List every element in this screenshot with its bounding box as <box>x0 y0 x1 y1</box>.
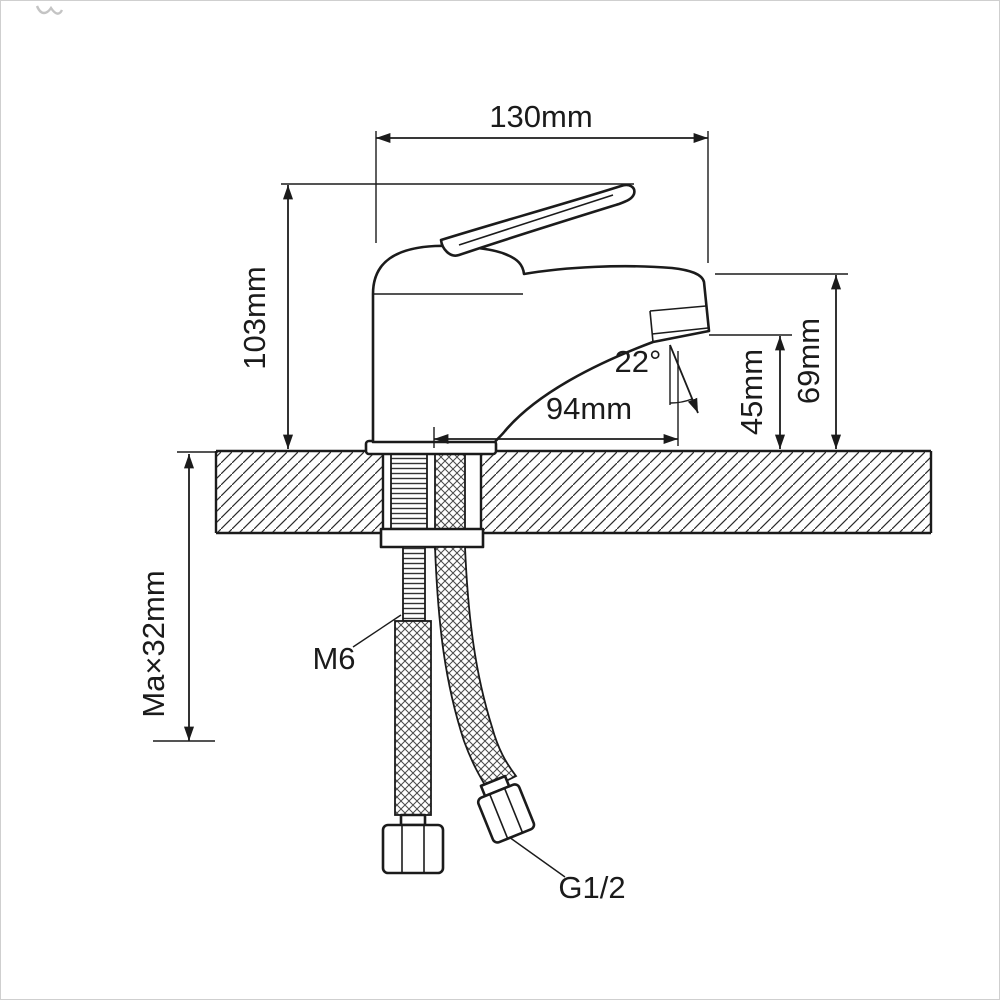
dim-spout-reach: 94mm <box>433 351 679 448</box>
callout-hose-thread: G1/2 <box>508 836 626 905</box>
hose-left-braided <box>394 620 432 816</box>
dim-spout-reach-label: 94mm <box>546 391 632 426</box>
dim-outlet-height-label: 45mm <box>734 349 769 435</box>
countertop-section <box>214 449 933 535</box>
dim-body-height-label: 103mm <box>237 266 272 369</box>
corner-artifact-mark <box>35 5 64 15</box>
dim-body-height: 103mm <box>237 183 634 449</box>
water-stream-arrow <box>669 344 699 414</box>
hex-facet-line <box>488 793 509 840</box>
mounting-flange <box>379 527 485 549</box>
deck-right-slab <box>481 451 931 533</box>
dim-outlet-height: 45mm <box>709 334 792 449</box>
hose-right-hex-fitting <box>476 774 536 844</box>
dim-mount-thickness-label: Ma×32mm <box>136 570 171 717</box>
angle-arc <box>669 398 693 404</box>
dim-spout-height: 69mm <box>715 273 848 449</box>
hex-facet-line <box>503 787 524 834</box>
label-hose-thread: G1/2 <box>558 870 625 905</box>
m6-stud <box>402 546 426 622</box>
g12-leader-line <box>508 836 566 878</box>
dim-spout-height-label: 69mm <box>791 318 826 404</box>
callout-stud-thread: M6 <box>312 614 402 676</box>
dim-overall-width: 130mm <box>375 99 709 263</box>
aerator-top-line <box>649 305 707 312</box>
faucet <box>364 183 711 456</box>
m6-leader-line <box>352 614 402 648</box>
aerator-mesh-line <box>651 327 709 335</box>
dim-overall-width-label: 130mm <box>489 99 592 134</box>
under-deck-assembly <box>379 452 536 875</box>
aerator-left-edge <box>649 310 654 343</box>
dim-mount-thickness: Ma×32mm <box>136 451 218 742</box>
hose-left-collar <box>399 813 427 827</box>
threaded-shank <box>390 452 428 530</box>
dim-stream-angle-label: 22° <box>615 344 662 379</box>
lever-edge-line <box>458 194 614 246</box>
hose-right-braided <box>434 546 518 792</box>
dim-stream-angle: 22° <box>615 344 699 414</box>
deck-left-slab <box>216 451 383 533</box>
label-stud-thread: M6 <box>312 641 355 676</box>
hose-left-hex-nut <box>381 823 445 875</box>
